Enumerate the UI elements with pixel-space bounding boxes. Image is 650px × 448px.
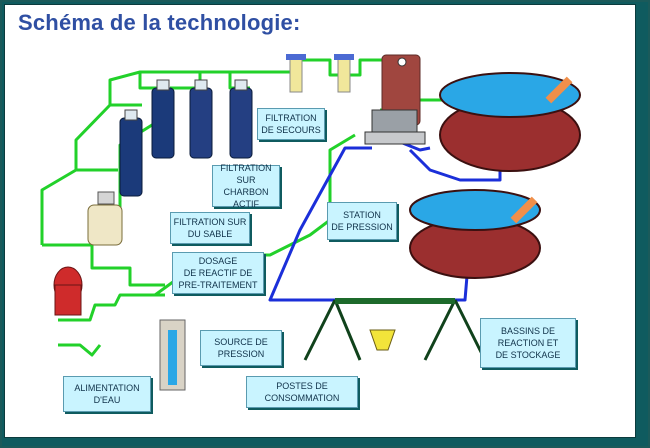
label-filtration-charbon: FILTRATION SUR CHARBON ACTIF [212, 163, 280, 209]
sand-filter-tank-2 [151, 87, 175, 159]
pressure-station [364, 54, 426, 145]
pressure-gauge [397, 57, 407, 67]
emergency-filters [286, 54, 354, 93]
label-filtration-secours: FILTRATION DE SECOURS [257, 108, 325, 140]
sand-filter-tank-1 [119, 117, 143, 197]
pump-assembly [371, 109, 418, 136]
bucket [369, 329, 396, 351]
basin-lower-mixer [510, 196, 538, 224]
valve-head-2 [156, 79, 170, 91]
water-supply-tank [53, 266, 83, 316]
valve-head-3 [194, 79, 208, 91]
valve-head-1 [124, 109, 138, 121]
reactive-dosing-tank [87, 191, 123, 246]
label-dosage: DOSAGE DE REACTIF DE PRE-TRAITEMENT [172, 252, 264, 294]
valve-head-4 [234, 79, 248, 91]
carbon-filter-tank-2 [229, 87, 253, 159]
label-station-pression: STATION DE PRESSION [327, 202, 397, 240]
label-postes-consommation: POSTES DE CONSOMMATION [246, 376, 358, 408]
emergency-filter-2 [337, 57, 351, 93]
emergency-filter-1 [289, 57, 303, 93]
emergency-filter-cap-2 [334, 54, 354, 60]
basin-upper-mixer [545, 76, 573, 104]
emergency-filter-cap-1 [286, 54, 306, 60]
consumption-stand [303, 298, 487, 361]
label-alimentation: ALIMENTATION D'EAU [63, 376, 151, 412]
pump-base [364, 131, 426, 145]
reaction-basin-upper [439, 72, 581, 172]
filter-tanks [119, 79, 253, 197]
label-filtration-sable: FILTRATION SUR DU SABLE [170, 212, 250, 244]
carbon-filter-tank-1 [189, 87, 213, 159]
reaction-basin-lower [409, 189, 541, 279]
label-bassins: BASSINS DE REACTION ET DE STOCKAGE [480, 318, 576, 368]
label-source-pression: SOURCE DE PRESSION [200, 330, 282, 366]
pressure-source-well [159, 319, 186, 391]
diagram-title: Schéma de la technologie: [18, 10, 301, 35]
